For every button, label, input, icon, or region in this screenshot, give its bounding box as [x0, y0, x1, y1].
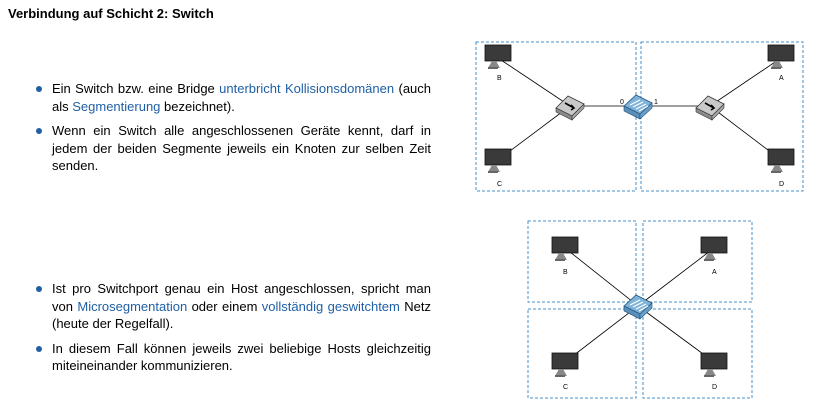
bullet-dot-icon [36, 128, 42, 134]
host-a-icon [767, 44, 795, 70]
bullet-text: In diesem Fall können jeweils zwei belie… [52, 340, 431, 374]
host-d-icon [700, 352, 728, 378]
bullet-dot-icon [36, 86, 42, 92]
host-b-icon [551, 236, 579, 262]
host-label: B [563, 269, 568, 276]
host-a-icon [700, 236, 728, 262]
term-link[interactable]: vollständig geswitchtem [261, 298, 400, 314]
bullet-text: Wenn ein Switch alle angeschlossenen Ger… [52, 123, 431, 173]
host-label: C [563, 384, 568, 391]
segment-border [527, 220, 637, 303]
bullet-text: Ein Switch bzw. eine Bridge [52, 81, 220, 96]
term-link[interactable]: unterbricht Kollisionsdomänen [219, 81, 395, 96]
host-c-icon [484, 148, 512, 174]
segment-border [527, 308, 637, 399]
segment-left-border [475, 41, 637, 192]
term-link[interactable]: Microsegmentation [77, 298, 188, 314]
host-b-icon [484, 44, 512, 70]
page-title: Verbindung auf Schicht 2: Switch [8, 6, 214, 21]
switch-icon [623, 94, 653, 120]
bullet-text: bezeichnet). [160, 98, 235, 114]
bullet-item: Wenn ein Switch alle angeschlossenen Ger… [36, 122, 431, 175]
bullet-item: Ist pro Switchport genau ein Host angesc… [36, 280, 431, 333]
diagram-microsegmentation: B A C D [527, 220, 753, 399]
bullet-item: Ein Switch bzw. eine Bridge unterbricht … [36, 80, 431, 115]
host-label: A [712, 269, 717, 276]
diagram-bridge-segmentation: B C A D 0 1 [475, 41, 804, 192]
host-label: B [497, 75, 502, 82]
term-link[interactable]: Segmentierung [72, 98, 161, 114]
segment-border [642, 308, 753, 399]
bullet-text: (auch als [52, 81, 432, 114]
port-label: 0 [620, 99, 624, 106]
host-label: D [779, 181, 784, 188]
bullet-list-microsegmentation: Ist pro Switchport genau ein Host angesc… [36, 280, 431, 382]
host-label: C [497, 181, 502, 188]
bullet-item: In diesem Fall können jeweils zwei belie… [36, 340, 431, 375]
bullet-dot-icon [36, 345, 42, 352]
bullet-text: Netz (heute der Regelfall). [52, 298, 431, 332]
bullet-text: Ist pro Switchport genau ein Host angesc… [52, 281, 431, 314]
host-d-icon [767, 148, 795, 174]
port-label: 1 [654, 99, 658, 106]
host-label: A [779, 75, 784, 82]
host-c-icon [551, 352, 579, 378]
bullet-dot-icon [36, 286, 42, 292]
bullet-text: oder einem [187, 298, 262, 314]
host-label: D [712, 384, 717, 391]
bullet-list-segmentation: Ein Switch bzw. eine Bridge unterbricht … [36, 80, 431, 182]
